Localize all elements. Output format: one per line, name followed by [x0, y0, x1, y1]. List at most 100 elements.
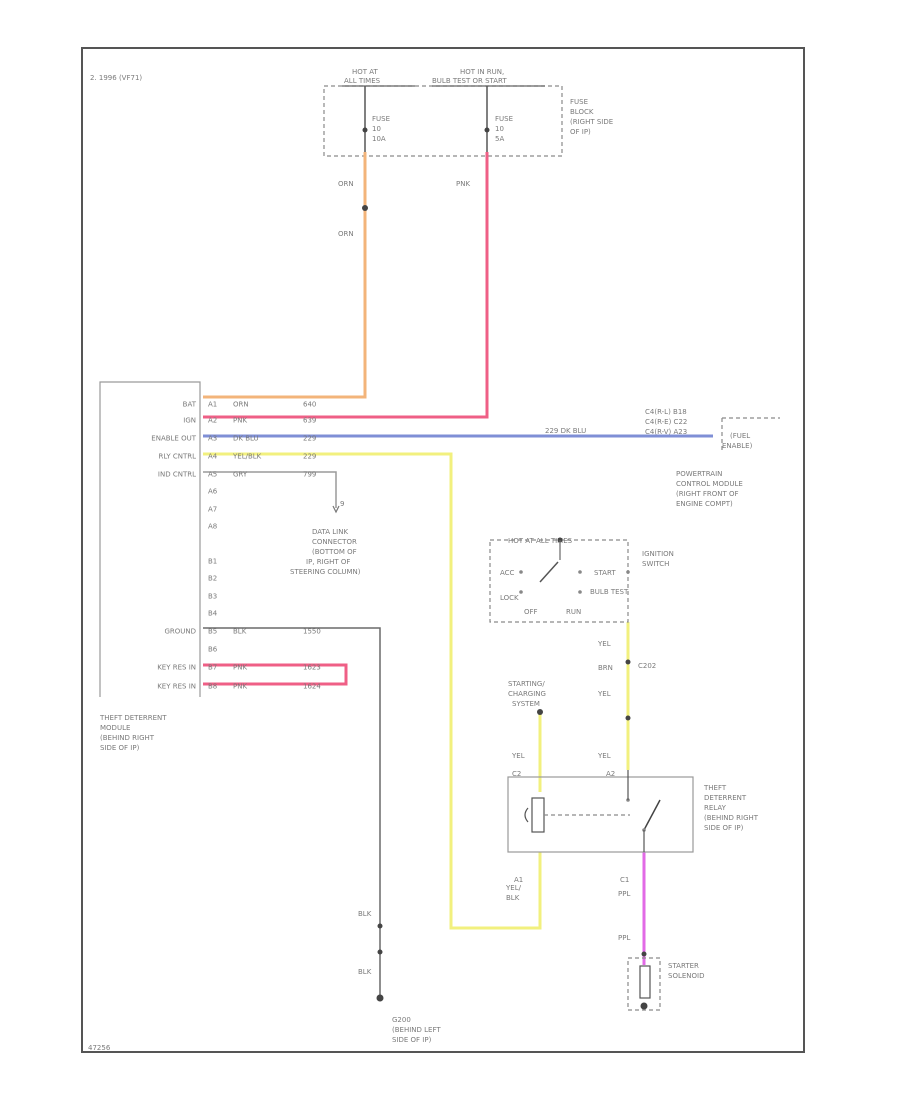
blk-label-2: BLK [358, 968, 372, 976]
ground-label-3: SIDE OF IP) [392, 1036, 432, 1044]
ign-hot-label: HOT AT ALL TIMES [508, 537, 573, 545]
wire-gray-dlc [203, 471, 337, 508]
module-pin-number: A1 [208, 401, 217, 409]
yel-label-4: YEL [511, 752, 525, 760]
pcm-outline [721, 417, 780, 450]
theft-module-outline [99, 381, 201, 697]
module-pin-number: B5 [208, 628, 217, 636]
ign-label-1: IGNITION [642, 550, 674, 558]
diagram-title: 2. 1996 (VF71) [90, 74, 142, 82]
ign-label-2: SWITCH [642, 560, 669, 568]
module-pin-number: B1 [208, 558, 217, 566]
module-pin-circuit: 799 [303, 471, 316, 479]
starter-coil [639, 965, 651, 999]
module-pin-circuit: 639 [303, 417, 316, 425]
module-pin-number: B8 [208, 683, 217, 691]
diagram-frame [81, 47, 805, 1053]
module-pin-function: GROUND [164, 628, 196, 636]
ign-out-contact [626, 570, 630, 574]
wire-yellow-relay [203, 452, 542, 930]
module-pin-circuit: 640 [303, 401, 316, 409]
pcm-circuit-label: 229 DK BLU [545, 427, 586, 435]
dlc-pin-arrow [332, 505, 340, 514]
ignition-switch-outline [489, 539, 629, 623]
ppl-label-1: PPL [618, 890, 630, 898]
fuse-block-label-3: (RIGHT SIDE [570, 118, 613, 126]
module-pin-number: B3 [208, 593, 217, 601]
wire-orange [203, 152, 367, 399]
hot-in-run-1: HOT IN RUN, [460, 68, 504, 76]
ign-pos-acc: ACC [500, 569, 515, 577]
module-pin-number: B6 [208, 646, 218, 654]
module-pin-number: B7 [208, 664, 217, 672]
ppl-label-2: PPL [618, 934, 630, 942]
yel-label-2: YEL [597, 690, 611, 698]
module-pin-wire-color: DK BLU [233, 435, 259, 443]
relay-outline [507, 776, 694, 853]
starter-outline [627, 957, 661, 1011]
module-label-3: (BEHIND RIGHT [100, 734, 155, 742]
module-pin-wire-color: PNK [233, 664, 247, 672]
module-pin-circuit: 1550 [303, 628, 321, 636]
starter-label-1: STARTER [668, 962, 699, 970]
module-pin-number: A5 [208, 471, 217, 479]
fuse-left-1: FUSE [372, 115, 390, 123]
fuse-right-1: FUSE [495, 115, 513, 123]
relay-contact-blade [643, 799, 661, 831]
module-pin-function: IND CNTRL [158, 471, 196, 479]
pink-label: PNK [456, 180, 470, 188]
relay-label-4: (BEHIND RIGHT [704, 814, 759, 822]
module-pin-number: A7 [208, 506, 217, 514]
magenta-splice [641, 951, 647, 957]
relay-pin-a2: A2 [606, 770, 615, 778]
ground-label-2: (BEHIND LEFT [392, 1026, 441, 1034]
module-pin-number: A6 [208, 488, 218, 496]
starter-ground [640, 1002, 648, 1010]
module-pin-wire-color: PNK [233, 417, 247, 425]
wire-key-loop [203, 663, 348, 686]
module-pin-number: A2 [208, 417, 217, 425]
pcm-conn-1: C4(R-L) B18 [645, 408, 687, 416]
module-label-1: THEFT DETERRENT [99, 714, 167, 722]
pcm-label-4: ENGINE COMPT) [676, 500, 733, 508]
fuse-right-2: 10 [495, 125, 504, 133]
fuse-block-label-2: BLOCK [570, 108, 594, 116]
fuse-left-2: 10 [372, 125, 381, 133]
relay-label-2: DETERRENT [704, 794, 747, 802]
ign-lock-contact [519, 590, 523, 594]
orange-splice [362, 205, 368, 211]
footer-code: 47256 [88, 1044, 111, 1052]
c202-label: C202 [638, 662, 656, 670]
yelblk-label-1: YEL/ [505, 884, 522, 892]
module-pin-number: B4 [208, 610, 218, 618]
module-pin-function: BAT [183, 401, 197, 409]
orange-label-2: ORN [338, 230, 354, 238]
ign-start-contact [578, 570, 582, 574]
module-pin-wire-color: BLK [233, 628, 247, 636]
yel-label-3: YEL [597, 752, 611, 760]
c202-connector [625, 659, 631, 665]
start-sys-label-2: CHARGING [508, 690, 546, 698]
start-sys-label-3: SYSTEM [512, 700, 540, 708]
ign-acc-contact [519, 570, 523, 574]
relay-pin-c1: C1 [620, 876, 629, 884]
dlc-label-1: DATA LINK [312, 528, 348, 536]
relay-label-3: RELAY [704, 804, 727, 812]
pcm-fuel-2: ENABLE) [722, 442, 753, 450]
module-pin-function: RLY CNTRL [159, 453, 197, 461]
dlc-label-4: IP, RIGHT OF [306, 558, 350, 566]
wire-ground [203, 627, 381, 1000]
yel-label-1: YEL [597, 640, 611, 648]
fuse-block-label-4: OF IP) [570, 128, 591, 136]
dlc-label-5: STEERING COLUMN) [290, 568, 361, 576]
ign-pos-off: OFF [524, 608, 538, 616]
module-pin-wire-color: PNK [233, 683, 247, 691]
module-pin-function: KEY RES IN [157, 683, 196, 691]
module-label-2: MODULE [100, 724, 130, 732]
module-pin-wire-color: ORN [233, 401, 249, 409]
fuse-block-outline [323, 85, 563, 157]
fuse-left-3: 10A [372, 135, 386, 143]
ground-label-1: G200 [392, 1016, 411, 1024]
brn-label: BRN [598, 664, 613, 672]
